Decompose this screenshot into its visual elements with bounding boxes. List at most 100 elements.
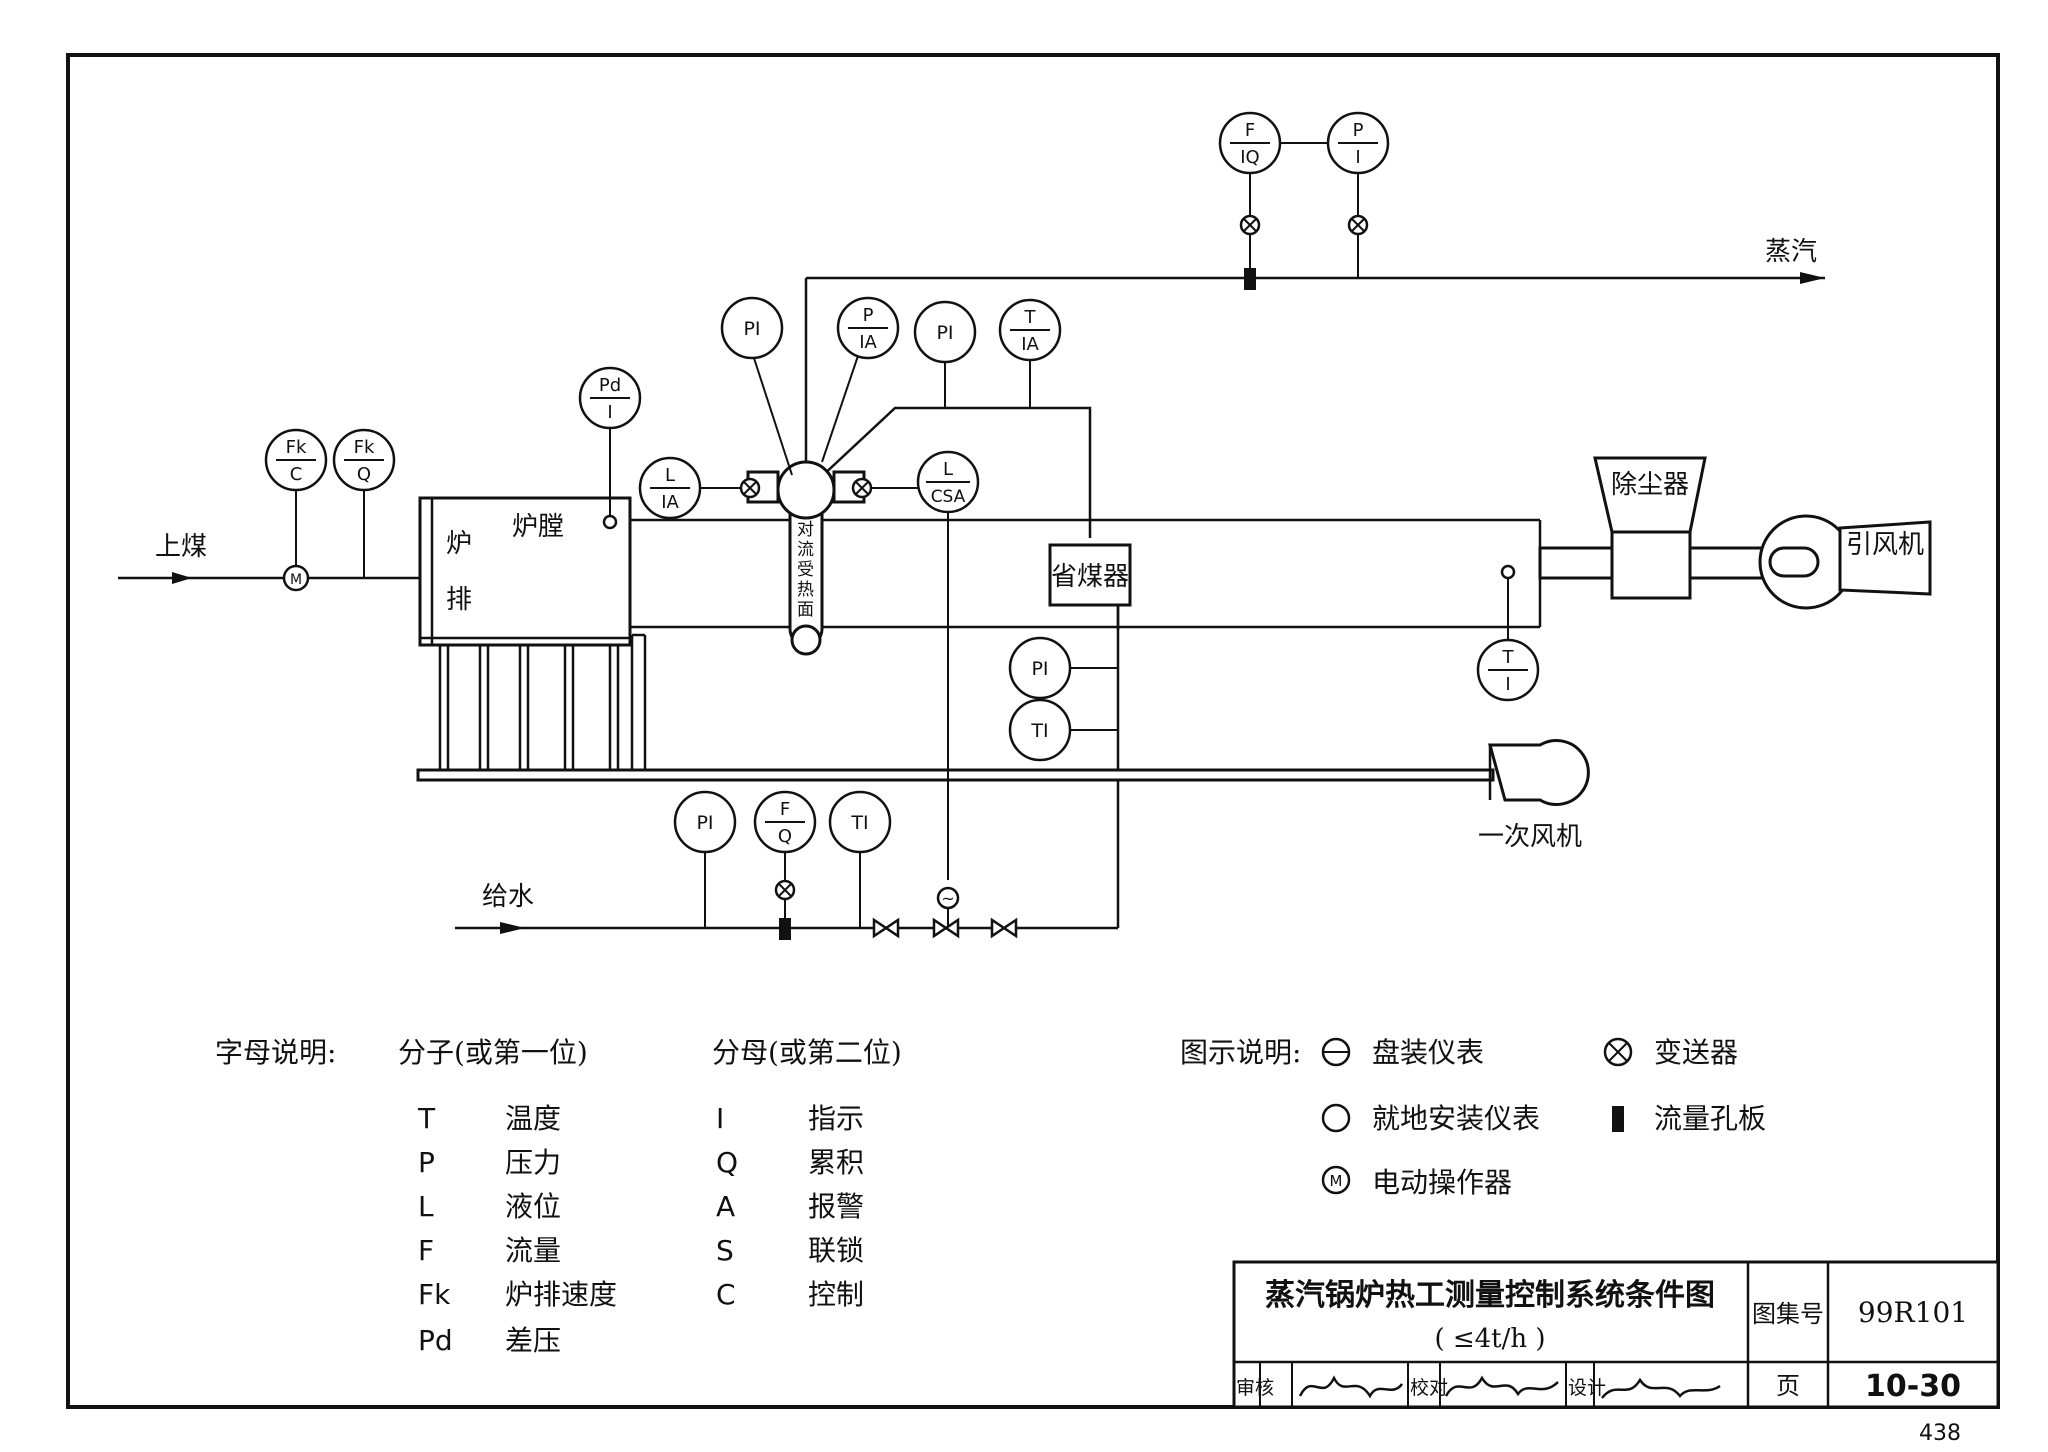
svg-text:I: I	[716, 1102, 724, 1135]
svg-text:F: F	[418, 1234, 434, 1267]
design-label: 设计	[1568, 1377, 1606, 1399]
svg-text:S: S	[716, 1234, 734, 1267]
furnace-box	[418, 496, 632, 647]
instrument-t-ia: T IA	[998, 298, 1062, 362]
instrument-pi-economizer: PI	[913, 300, 977, 364]
legend-letters-title: 字母说明:	[215, 1036, 336, 1069]
svg-text:P: P	[1353, 120, 1364, 141]
design-signature	[1601, 1377, 1721, 1399]
primary-fan-label: 一次风机	[1478, 822, 1582, 852]
grate-label-1: 炉	[446, 529, 472, 559]
instrument-ti-feed: TI	[1008, 698, 1072, 762]
steam-drum	[776, 460, 836, 520]
svg-text:PI: PI	[936, 322, 953, 344]
svg-text:I: I	[607, 402, 612, 423]
svg-text:T: T	[1502, 647, 1515, 668]
svg-text:累积: 累积	[808, 1146, 864, 1179]
economizer-loop-line	[819, 406, 1092, 538]
transmitter-icon	[739, 477, 761, 499]
svg-text:IA: IA	[1021, 334, 1039, 355]
svg-text:IQ: IQ	[1240, 147, 1259, 168]
instrument-pd-i: Pd I	[578, 366, 642, 430]
svg-text:TI: TI	[850, 812, 868, 834]
svg-text:电动操作器: 电动操作器	[1372, 1166, 1512, 1199]
legend-numerator-title: 分子(或第一位)	[398, 1036, 588, 1069]
svg-text:Fk: Fk	[418, 1278, 451, 1311]
svg-text:C: C	[716, 1278, 736, 1311]
instrument-f-iq: F IQ	[1218, 111, 1282, 175]
page-code: 10-30	[1865, 1369, 1961, 1404]
svg-text:A: A	[716, 1190, 735, 1223]
svg-text:L: L	[665, 465, 675, 486]
svg-text:就地安装仪表: 就地安装仪表	[1372, 1102, 1540, 1135]
svg-text:指示: 指示	[808, 1102, 864, 1135]
mud-drum	[790, 624, 822, 656]
air-chambers	[438, 633, 647, 770]
title-block: 蒸汽锅炉热工测量控制系统条件图 ( ≤4t/h ) 图集号 99R101 页 1…	[1232, 1260, 2000, 1409]
svg-text:Fk: Fk	[286, 437, 307, 458]
coal-arrow	[172, 572, 192, 584]
orifice-plate-icon	[1612, 1106, 1624, 1132]
svg-text:L: L	[418, 1190, 434, 1223]
valve-icon	[932, 917, 960, 939]
page-label: 页	[1776, 1372, 1800, 1400]
electric-actuator-icon: M	[1321, 1165, 1351, 1195]
svg-text:液位: 液位	[505, 1190, 561, 1223]
svg-text:流: 流	[797, 540, 814, 560]
svg-text:压力: 压力	[505, 1146, 561, 1179]
furnace-tap-point	[602, 514, 618, 530]
svg-text:TI: TI	[1030, 720, 1048, 742]
svg-text:~: ~	[941, 889, 954, 908]
primary-fan	[1488, 739, 1590, 806]
steam-arrow	[1800, 272, 1825, 284]
induced-fan-hub	[1768, 546, 1820, 578]
water-arrow	[500, 922, 525, 934]
review-signature	[1298, 1375, 1404, 1399]
induced-fan-label: 引风机	[1846, 530, 1924, 560]
svg-text:PI: PI	[743, 318, 760, 340]
instrument-l-ia: L IA	[638, 456, 702, 520]
svg-text:Fk: Fk	[354, 437, 375, 458]
instrument-leads	[295, 142, 1509, 928]
svg-text:P: P	[418, 1146, 435, 1179]
instrument-ti-water: TI	[828, 790, 892, 854]
legend-denominator-title: 分母(或第二位)	[712, 1036, 902, 1069]
legend: 字母说明: 分子(或第一位) 分母(或第二位) T 温度 P 压力 L 液位 F…	[215, 1036, 1766, 1357]
svg-text:控制: 控制	[808, 1278, 864, 1311]
svg-text:I: I	[1505, 674, 1510, 695]
valve-icon	[990, 917, 1018, 939]
transmitter-icon	[1603, 1037, 1633, 1067]
svg-text:对: 对	[797, 520, 814, 540]
svg-text:IA: IA	[859, 332, 877, 353]
svg-text:流量孔板: 流量孔板	[1654, 1102, 1766, 1135]
legend-symbols-title: 图示说明:	[1180, 1036, 1301, 1069]
dust-collector-body	[1610, 530, 1692, 600]
svg-text:P: P	[863, 305, 874, 326]
valve-icon	[872, 917, 900, 939]
transmitter-icons	[739, 214, 1369, 901]
svg-text:差压: 差压	[505, 1324, 561, 1357]
transmitter-icon	[851, 477, 873, 499]
coal-label: 上煤	[155, 532, 207, 562]
instrument-t-i: T I	[1476, 638, 1540, 702]
check-label: 校对	[1410, 1377, 1448, 1399]
svg-text:PI: PI	[1031, 658, 1048, 680]
svg-text:IA: IA	[661, 492, 679, 513]
svg-text:温度: 温度	[505, 1102, 561, 1135]
svg-text:T: T	[1024, 307, 1037, 328]
svg-text:面: 面	[797, 600, 814, 620]
svg-text:Q: Q	[716, 1146, 738, 1179]
instrument-fk-c: Fk C	[264, 428, 328, 492]
title-main: 蒸汽锅炉热工测量控制系统条件图	[1265, 1278, 1715, 1313]
orifice-plate-icon	[779, 918, 791, 940]
flue-to-dust-collector	[1538, 546, 1614, 580]
primary-air-duct	[416, 768, 1495, 782]
induced-fan-outlet	[1838, 520, 1932, 596]
instrument-pi-feed: PI	[1008, 636, 1072, 700]
svg-text:F: F	[780, 799, 790, 820]
svg-text:联锁: 联锁	[808, 1234, 864, 1267]
svg-text:热: 热	[797, 580, 814, 600]
svg-text:报警: 报警	[808, 1190, 864, 1223]
atlas-label: 图集号	[1752, 1300, 1824, 1328]
